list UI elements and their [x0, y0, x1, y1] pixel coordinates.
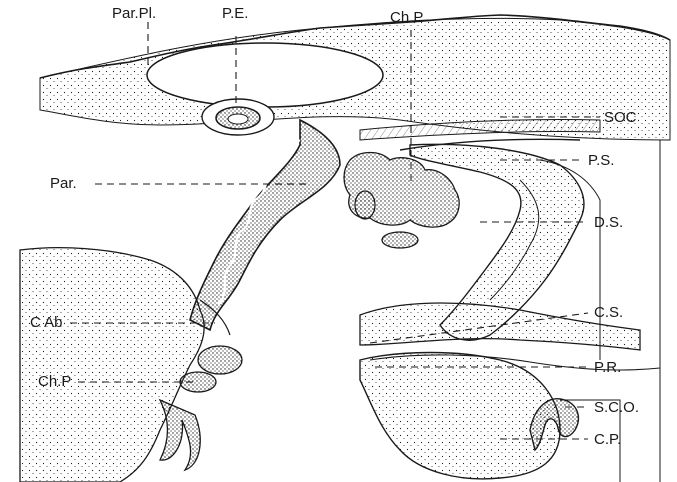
label-ch-p-left: Ch.P: [38, 374, 71, 389]
label-ps: P.S.: [588, 153, 614, 168]
posterior-commissure-mass: [360, 353, 560, 479]
label-sco: S.C.O.: [594, 400, 639, 415]
choroid-plexus-top: [344, 153, 459, 249]
label-pe: P.E.: [222, 6, 248, 21]
label-cp: C.P.: [594, 432, 621, 447]
label-c-ab: C Ab: [30, 315, 63, 330]
label-pr: P.R.: [594, 360, 621, 375]
parietal-eye-structure: [202, 99, 274, 135]
label-cs: C.S.: [594, 305, 623, 320]
label-ch-p-top: Ch P: [390, 10, 423, 25]
label-soc: SOC: [604, 110, 637, 125]
label-par: Par.: [50, 176, 77, 191]
paraphysis-tube: [190, 120, 340, 330]
label-ds: D.S.: [594, 215, 623, 230]
parietal-plexus: [147, 43, 383, 107]
label-par-pl: Par.Pl.: [112, 6, 156, 21]
